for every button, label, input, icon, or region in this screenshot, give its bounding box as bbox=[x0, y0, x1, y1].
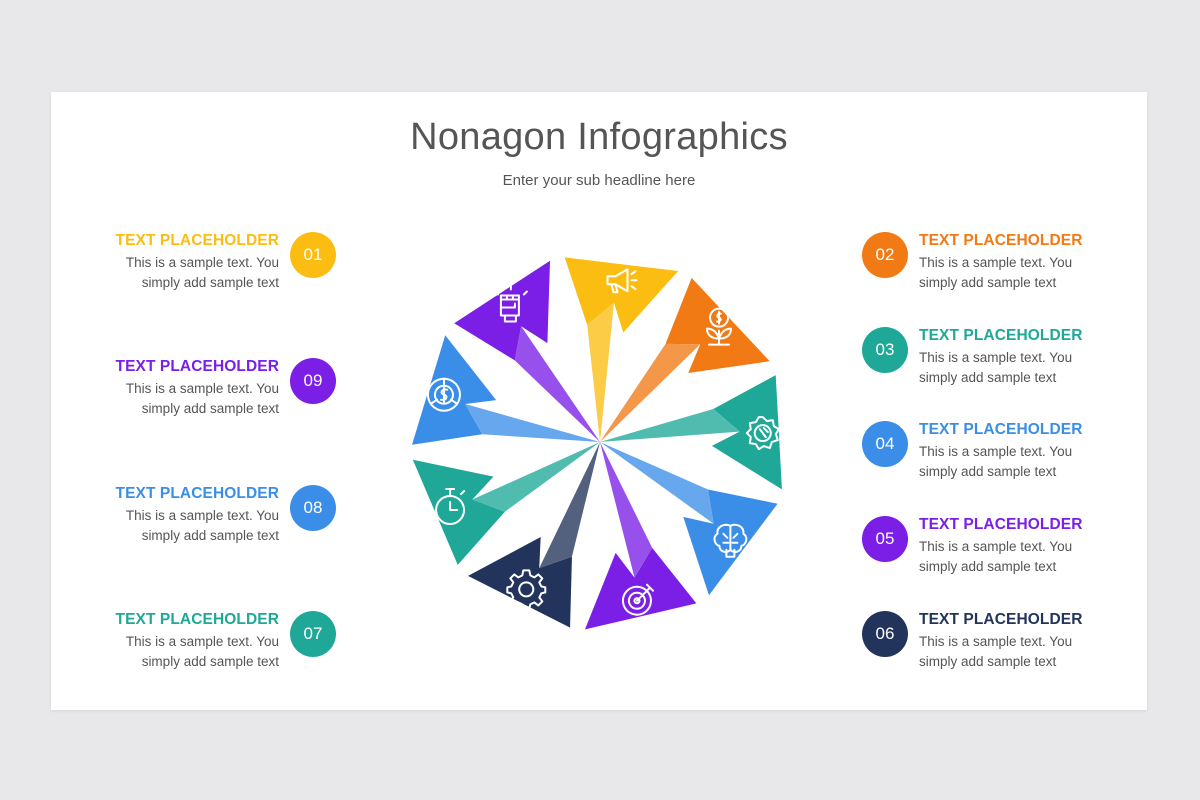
gear-wrench-icon bbox=[745, 416, 780, 451]
slide: Nonagon Infographics Enter your sub head… bbox=[51, 92, 1147, 710]
item-heading: TEXT PLACEHOLDER bbox=[919, 611, 1083, 628]
number-badge: 03 bbox=[862, 327, 908, 373]
ray-06 bbox=[539, 442, 600, 569]
item-heading: TEXT PLACEHOLDER bbox=[919, 421, 1083, 438]
fist-icon bbox=[493, 284, 528, 323]
item-02: 02 TEXT PLACEHOLDER This is a sample tex… bbox=[862, 232, 1102, 292]
ray-02 bbox=[600, 343, 701, 442]
item-09: TEXT PLACEHOLDER This is a sample text. … bbox=[96, 358, 336, 418]
item-08: TEXT PLACEHOLDER This is a sample text. … bbox=[96, 485, 336, 545]
segment-05 bbox=[584, 547, 697, 630]
segment-02 bbox=[665, 277, 770, 374]
segment-07 bbox=[412, 459, 505, 565]
number-badge: 06 bbox=[862, 611, 908, 657]
nonagon-diagram bbox=[412, 257, 782, 630]
ray-03 bbox=[600, 408, 740, 442]
segment-09 bbox=[454, 260, 551, 361]
ray-09 bbox=[514, 326, 600, 442]
number-badge: 09 bbox=[290, 358, 336, 404]
stopwatch-icon bbox=[435, 488, 466, 525]
item-heading: TEXT PLACEHOLDER bbox=[919, 232, 1083, 249]
pie-dollar-icon bbox=[426, 377, 461, 412]
megaphone-icon bbox=[606, 268, 638, 294]
page-title: Nonagon Infographics bbox=[410, 116, 788, 158]
item-heading: TEXT PLACEHOLDER bbox=[115, 485, 279, 502]
item-04: 04 TEXT PLACEHOLDER This is a sample tex… bbox=[862, 421, 1102, 481]
page-subtitle: Enter your sub headline here bbox=[502, 172, 696, 189]
target-icon bbox=[621, 583, 654, 616]
brain-icon bbox=[713, 523, 748, 558]
gear-icon bbox=[506, 569, 547, 610]
item-heading: TEXT PLACEHOLDER bbox=[115, 358, 279, 375]
number-badge: 04 bbox=[862, 421, 908, 467]
item-01: TEXT PLACEHOLDER This is a sample text. … bbox=[96, 232, 336, 292]
ray-01 bbox=[587, 302, 614, 442]
item-05: 05 TEXT PLACEHOLDER This is a sample tex… bbox=[862, 516, 1102, 576]
number-badge: 07 bbox=[290, 611, 336, 657]
number-badge: 08 bbox=[290, 485, 336, 531]
item-heading: TEXT PLACEHOLDER bbox=[919, 516, 1083, 533]
item-heading: TEXT PLACEHOLDER bbox=[919, 327, 1083, 344]
number-badge: 05 bbox=[862, 516, 908, 562]
item-07: TEXT PLACEHOLDER This is a sample text. … bbox=[96, 611, 336, 671]
segment-01 bbox=[564, 257, 679, 333]
ray-08 bbox=[465, 404, 600, 442]
ray-05 bbox=[600, 442, 653, 578]
number-badge: 01 bbox=[290, 232, 336, 278]
item-heading: TEXT PLACEHOLDER bbox=[115, 232, 279, 249]
item-06: 06 TEXT PLACEHOLDER This is a sample tex… bbox=[862, 611, 1102, 671]
number-badge: 02 bbox=[862, 232, 908, 278]
item-heading: TEXT PLACEHOLDER bbox=[115, 611, 279, 628]
segment-08 bbox=[412, 335, 497, 445]
ray-07 bbox=[472, 442, 600, 512]
money-plant-icon bbox=[706, 307, 732, 346]
item-03: 03 TEXT PLACEHOLDER This is a sample tex… bbox=[862, 327, 1102, 387]
segment-06 bbox=[468, 537, 572, 628]
